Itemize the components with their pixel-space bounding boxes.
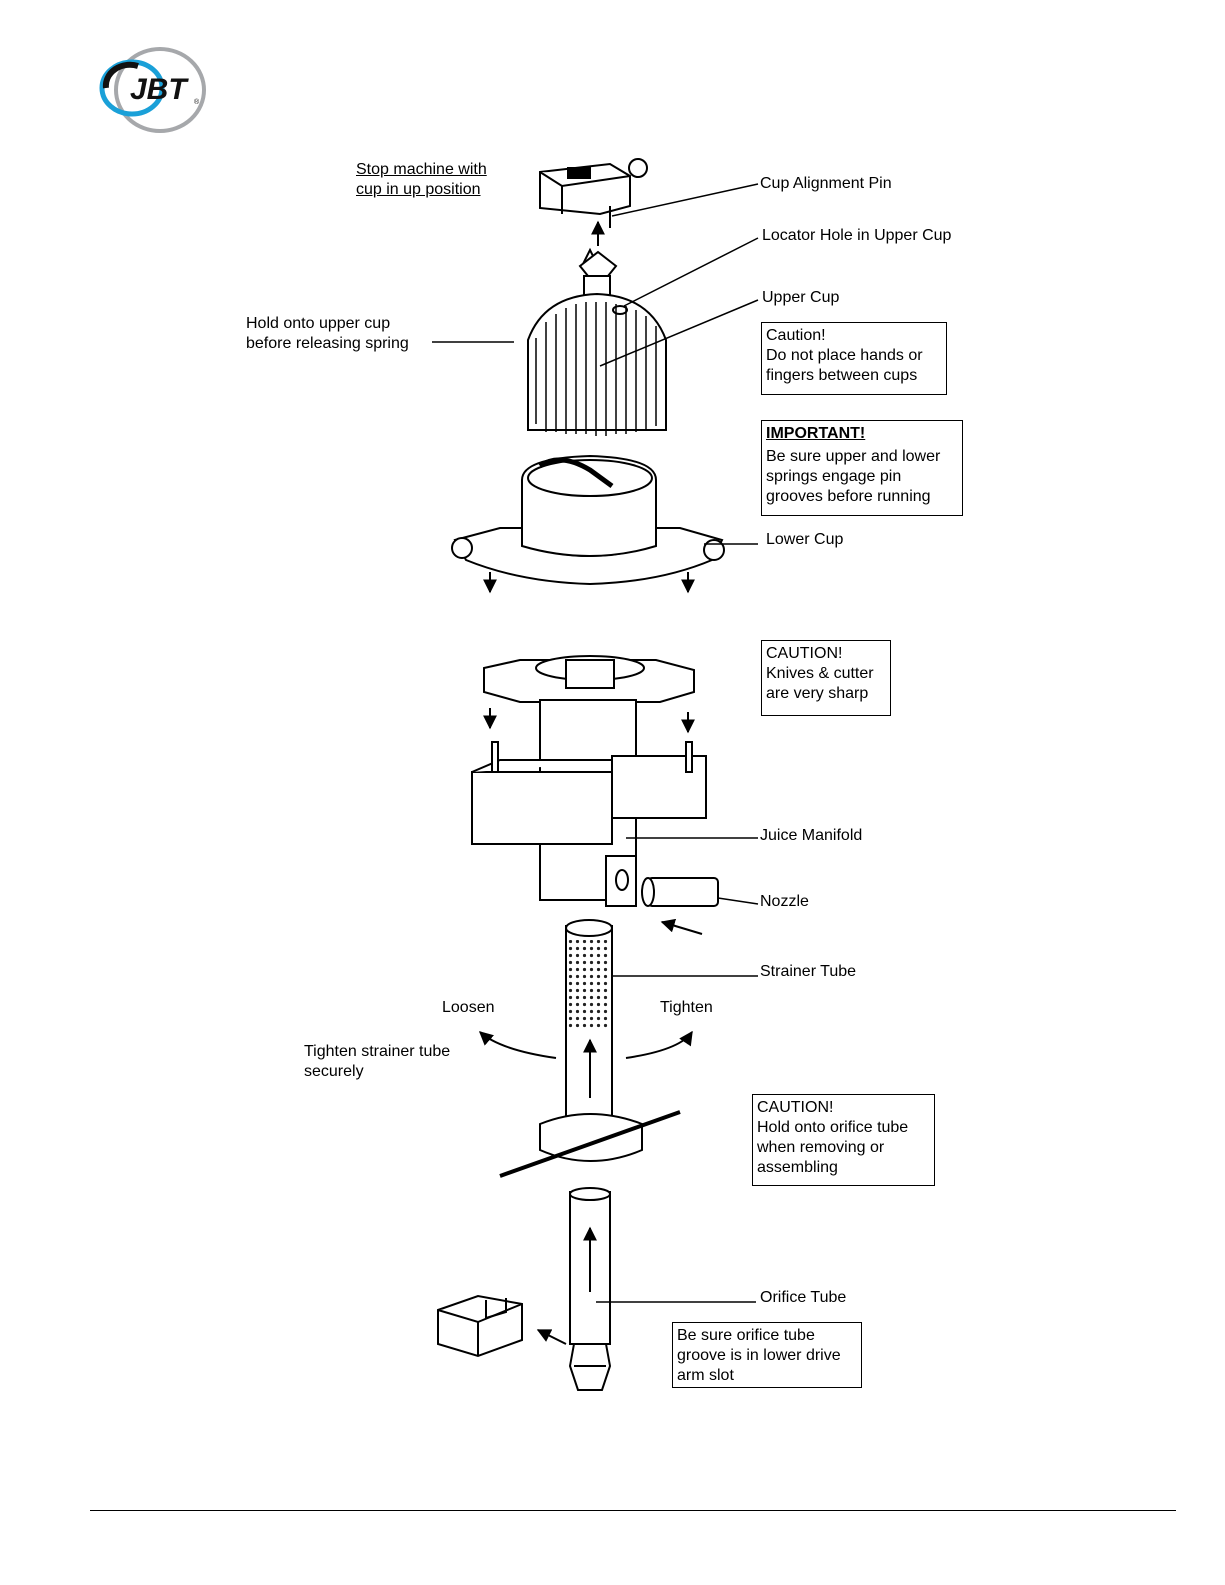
cup-alignment-pin-label: Cup Alignment Pin bbox=[760, 175, 892, 192]
strainer-tube bbox=[478, 919, 693, 1178]
important-box: IMPORTANT! Be sure upper and lower sprin… bbox=[761, 420, 963, 516]
tighten-label: Tighten bbox=[660, 999, 713, 1016]
loosen-label: Loosen bbox=[442, 999, 495, 1016]
svg-text:®: ® bbox=[194, 98, 200, 106]
nozzle bbox=[641, 877, 719, 935]
logo-wordmark: JBT bbox=[130, 73, 189, 106]
caution-orifice-box: CAUTION! Hold onto orifice tube when rem… bbox=[752, 1094, 935, 1186]
jbt-logo: JBT ® bbox=[99, 47, 206, 133]
footer-rule bbox=[90, 1510, 1176, 1511]
orifice-groove-box: Be sure orifice tube groove is in lower … bbox=[672, 1322, 862, 1388]
stop-machine-label: Stop machine with cup in up position bbox=[356, 161, 487, 198]
lower-cup-label: Lower Cup bbox=[766, 531, 844, 548]
upper-cup-label: Upper Cup bbox=[762, 289, 840, 306]
juice-manifold bbox=[471, 655, 707, 907]
locator-hole-label: Locator Hole in Upper Cup bbox=[762, 227, 952, 244]
strainer-tube-label: Strainer Tube bbox=[760, 963, 857, 980]
upper-cup bbox=[527, 247, 667, 436]
tighten-strainer-label: Tighten strainer tube securely bbox=[304, 1043, 451, 1080]
hold-upper-cup-label: Hold onto upper cup before releasing spr… bbox=[246, 315, 409, 352]
caution-hands-box: Caution! Do not place hands or fingers b… bbox=[761, 322, 947, 395]
nozzle-label: Nozzle bbox=[760, 893, 809, 910]
orifice-tube-label: Orifice Tube bbox=[760, 1289, 847, 1306]
orifice-tube bbox=[568, 1187, 612, 1391]
caution-knives-box: CAUTION! Knives & cutter are very sharp bbox=[761, 640, 891, 716]
leader-lines bbox=[432, 183, 759, 1303]
juice-manifold-label: Juice Manifold bbox=[760, 827, 863, 844]
lower-drive-arm bbox=[437, 1294, 567, 1358]
cup-alignment-bracket bbox=[539, 158, 648, 246]
lower-cup bbox=[451, 454, 725, 594]
